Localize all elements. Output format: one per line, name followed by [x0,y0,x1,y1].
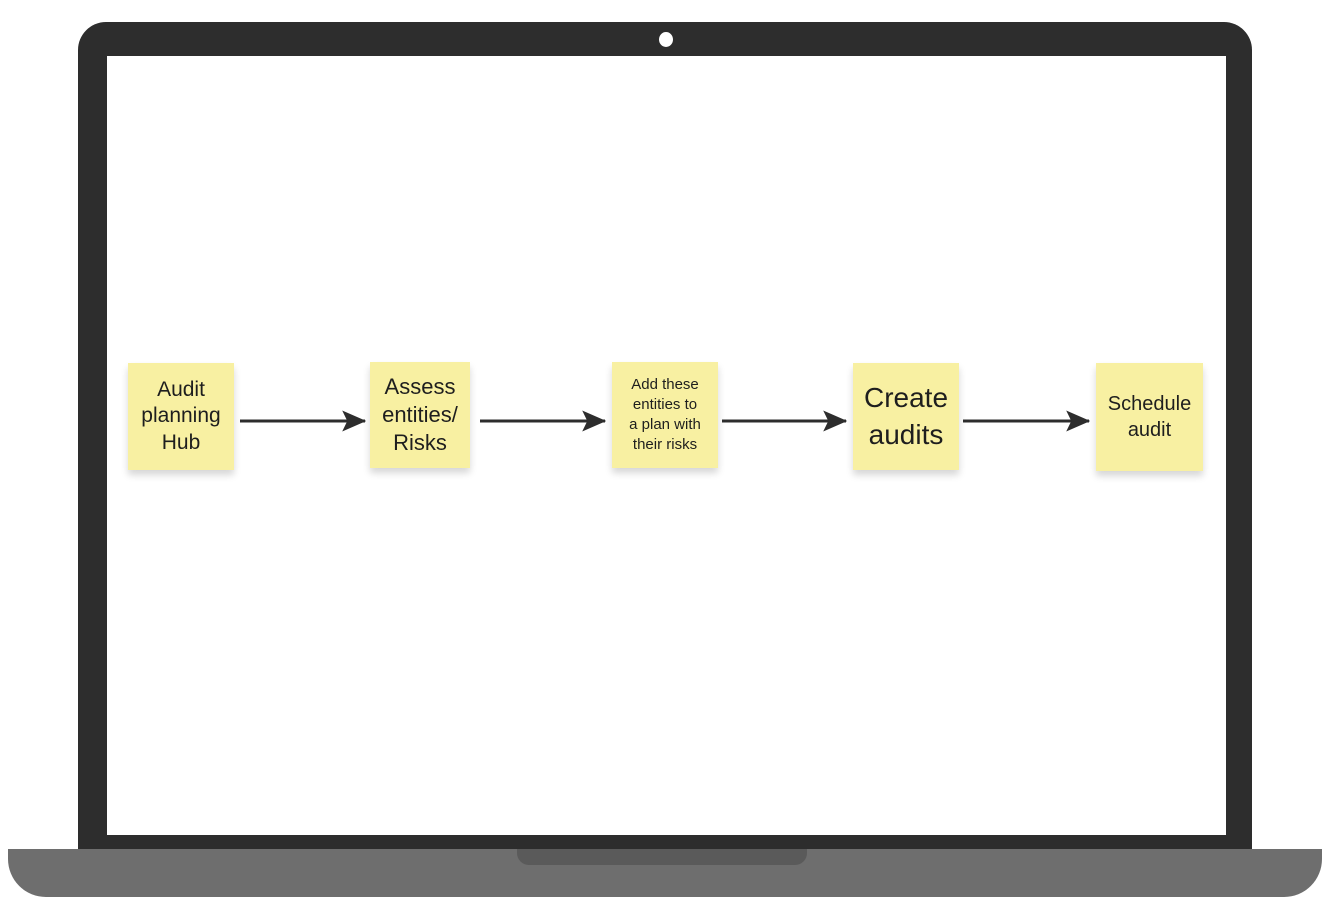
sticky-note-assess-entities-risks: Assess entities/ Risks [370,362,470,468]
sticky-note-create-audits: Create audits [853,363,959,470]
sticky-note-schedule-audit: Schedule audit [1096,363,1203,471]
laptop-screen-frame: Audit planning Hub Assess entities/ Risk… [78,22,1252,849]
laptop-base-notch [517,849,807,865]
webcam-dot-icon [659,32,673,47]
flowchart: Audit planning Hub Assess entities/ Risk… [107,56,1226,835]
sticky-note-audit-planning-hub: Audit planning Hub [128,363,234,470]
laptop-screen: Audit planning Hub Assess entities/ Risk… [107,56,1226,835]
sticky-note-add-entities-to-plan: Add these entities to a plan with their … [612,362,718,468]
laptop-base [8,849,1322,897]
